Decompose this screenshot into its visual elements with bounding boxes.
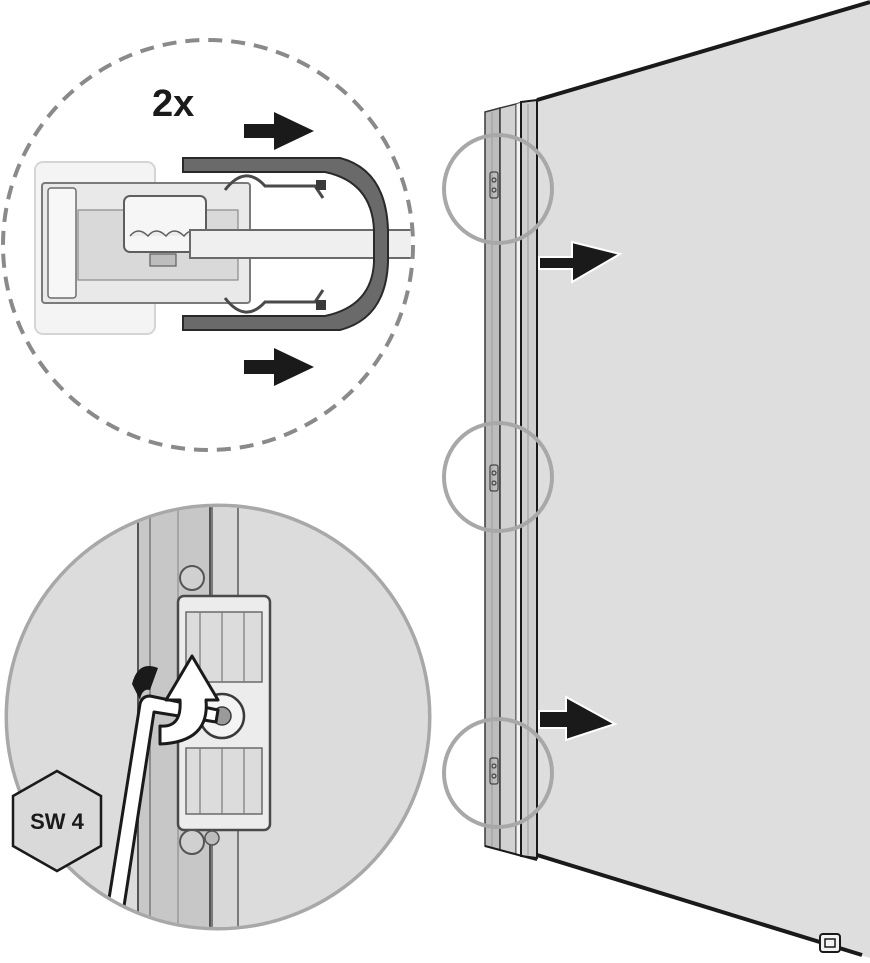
callout-circle-bottom	[442, 717, 554, 829]
hinge-marks	[489, 171, 499, 785]
right-arrow-icon	[244, 112, 314, 150]
hinge-frame-profile	[484, 98, 538, 861]
zoom-detail-clip: 2x	[1, 38, 415, 452]
callout-circle-top	[442, 133, 554, 245]
right-arrow-icon	[538, 695, 618, 742]
right-arrow-icon	[538, 240, 623, 284]
wrench-size-label: SW 4	[30, 809, 85, 834]
bolt-nut	[123, 195, 207, 253]
adjustment-zoom	[4, 503, 432, 931]
clip-rod	[189, 229, 411, 259]
door-panel	[537, 2, 870, 958]
rotate-arrow-icon	[132, 666, 158, 700]
spring-clip	[182, 157, 389, 331]
right-arrow-icon	[244, 348, 314, 386]
door-latch	[819, 933, 841, 953]
callout-circle-middle	[442, 421, 554, 533]
hexagon-icon: SW 4	[11, 769, 103, 873]
door-panel-assembly	[442, 0, 870, 958]
rotate-arrow-icon	[158, 654, 220, 746]
quantity-label: 2x	[152, 83, 194, 125]
